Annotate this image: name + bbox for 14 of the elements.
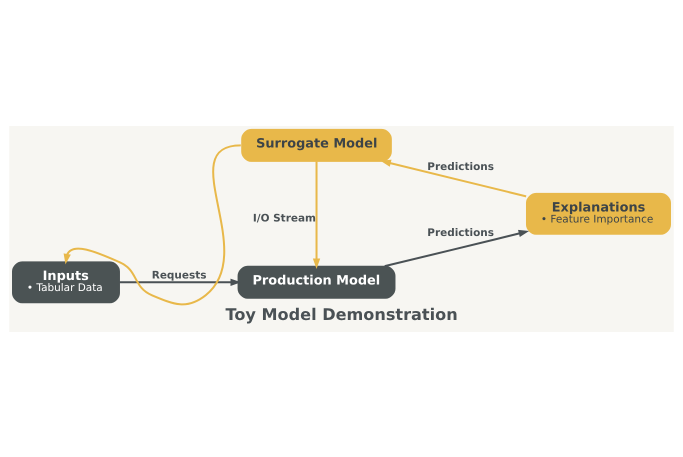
edge-label: Requests xyxy=(152,269,206,282)
edge-label: Predictions xyxy=(427,160,494,172)
edge-label: I/O Stream xyxy=(252,212,316,224)
edge-label: Predictions xyxy=(427,226,494,238)
node-box: Production Model xyxy=(238,265,396,298)
arrow xyxy=(380,159,526,197)
arrow xyxy=(384,229,530,267)
node-box: Explanations • Feature Importance xyxy=(526,192,671,234)
node-box: Surrogate Model xyxy=(241,128,392,162)
diagram-title: Toy Model Demonstration xyxy=(225,304,458,324)
arrow xyxy=(312,161,320,269)
node-box: Inputs • Tabular Data xyxy=(12,260,120,303)
arrow xyxy=(120,278,241,286)
arrow xyxy=(64,144,241,305)
